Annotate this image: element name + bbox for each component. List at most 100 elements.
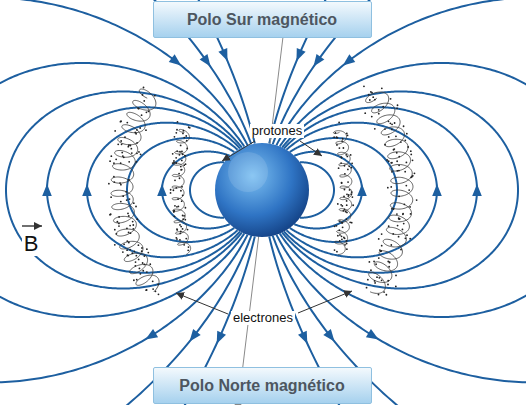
particle-dot xyxy=(335,132,337,134)
particle-dot xyxy=(400,249,402,251)
particle-dot xyxy=(120,140,122,142)
field-line xyxy=(47,107,240,273)
particle-dot xyxy=(131,252,133,254)
particle-dot xyxy=(403,125,405,127)
field-arrowhead xyxy=(323,329,334,341)
particle-dot xyxy=(382,106,384,108)
particle-dot xyxy=(346,204,348,206)
particle-dot xyxy=(385,294,387,296)
particle-dot xyxy=(371,116,373,118)
field-line xyxy=(284,107,477,273)
particle-dot xyxy=(388,225,390,227)
particle-dot xyxy=(182,228,184,230)
particle-dot xyxy=(138,259,140,261)
particle-dot xyxy=(392,233,394,235)
particle-dot xyxy=(157,283,159,285)
particle-dot xyxy=(179,154,181,156)
particle-dot xyxy=(368,94,370,96)
particle-dot xyxy=(182,194,184,196)
particle-dot xyxy=(341,156,343,158)
particle-dot xyxy=(398,218,400,220)
particle-dot xyxy=(405,162,407,164)
particle-dot xyxy=(378,277,380,279)
particle-dot xyxy=(183,137,185,139)
particle-dot xyxy=(133,279,135,281)
particle-dot xyxy=(341,238,343,240)
particle-dot xyxy=(390,98,392,100)
particle-dot xyxy=(346,248,348,250)
particle-dot xyxy=(344,237,346,239)
particle-dot xyxy=(188,126,190,128)
particle-dot xyxy=(181,169,183,171)
particle-dot xyxy=(136,152,138,154)
particle-dot xyxy=(364,112,366,114)
particle-dot xyxy=(343,237,345,239)
particle-dot xyxy=(114,244,116,246)
particle-dot xyxy=(340,157,342,159)
particle-dot xyxy=(120,120,122,122)
particle-dot xyxy=(127,146,129,148)
particle-dot xyxy=(388,160,390,162)
field-arrowhead xyxy=(42,184,52,196)
particle-dot xyxy=(395,135,397,137)
particle-dot xyxy=(136,161,138,163)
particle-dot xyxy=(393,208,395,210)
particle-dot xyxy=(381,233,383,235)
field-arrowhead xyxy=(357,184,367,196)
particle-dot xyxy=(129,145,131,147)
particle-dot xyxy=(155,290,157,292)
particle-dot xyxy=(346,156,348,158)
particle-dot xyxy=(342,138,344,140)
particle-dot xyxy=(348,165,350,167)
particle-dot xyxy=(412,159,414,161)
particle-dot xyxy=(108,183,110,185)
particle-dot xyxy=(180,145,182,147)
particle-dot xyxy=(128,179,130,181)
particle-dot xyxy=(174,136,176,138)
particle-dot xyxy=(182,215,184,217)
particle-dot xyxy=(175,237,177,239)
particle-dot xyxy=(173,160,175,162)
particle-dot xyxy=(130,148,132,150)
particle-dot xyxy=(390,162,392,164)
particle-dot xyxy=(344,244,346,246)
particle-dot xyxy=(110,155,112,157)
particle-dot xyxy=(173,210,175,212)
particle-dot xyxy=(373,261,375,263)
particle-dot xyxy=(381,245,383,247)
particle-dot xyxy=(342,147,344,149)
leader-arrow xyxy=(300,141,322,156)
particle-dot xyxy=(388,266,390,268)
particle-dot xyxy=(336,137,338,139)
particle-dot xyxy=(141,247,143,249)
particle-dot xyxy=(142,94,144,96)
particle-dot xyxy=(180,231,182,233)
field-line xyxy=(6,91,242,288)
particle-dot xyxy=(177,121,179,123)
particle-dot xyxy=(129,225,131,227)
particle-dot xyxy=(351,196,353,198)
particle-dot xyxy=(178,173,180,175)
field-arrowhead xyxy=(432,184,442,196)
pole-banner: Polo Norte magnético xyxy=(153,367,372,404)
particle-dot xyxy=(154,95,156,97)
particle-dot xyxy=(414,172,416,174)
particle-dot xyxy=(374,128,376,130)
particle-dot xyxy=(344,189,346,191)
leader-arrow xyxy=(298,291,352,313)
particle-dot xyxy=(348,194,350,196)
particle-dot xyxy=(336,251,338,253)
field-line xyxy=(0,0,255,405)
vector-arrow xyxy=(22,225,42,226)
particle-dot xyxy=(341,235,343,237)
particle-dot xyxy=(177,198,179,200)
particle-dot xyxy=(339,220,341,222)
particle-dot xyxy=(141,250,143,252)
particle-dot xyxy=(113,176,115,178)
particle-dot xyxy=(128,161,130,163)
particle-dot xyxy=(369,99,371,101)
particle-dot xyxy=(146,289,148,291)
particle-dot xyxy=(127,255,129,257)
particle-dot xyxy=(113,162,115,164)
particle-dot xyxy=(350,167,352,169)
